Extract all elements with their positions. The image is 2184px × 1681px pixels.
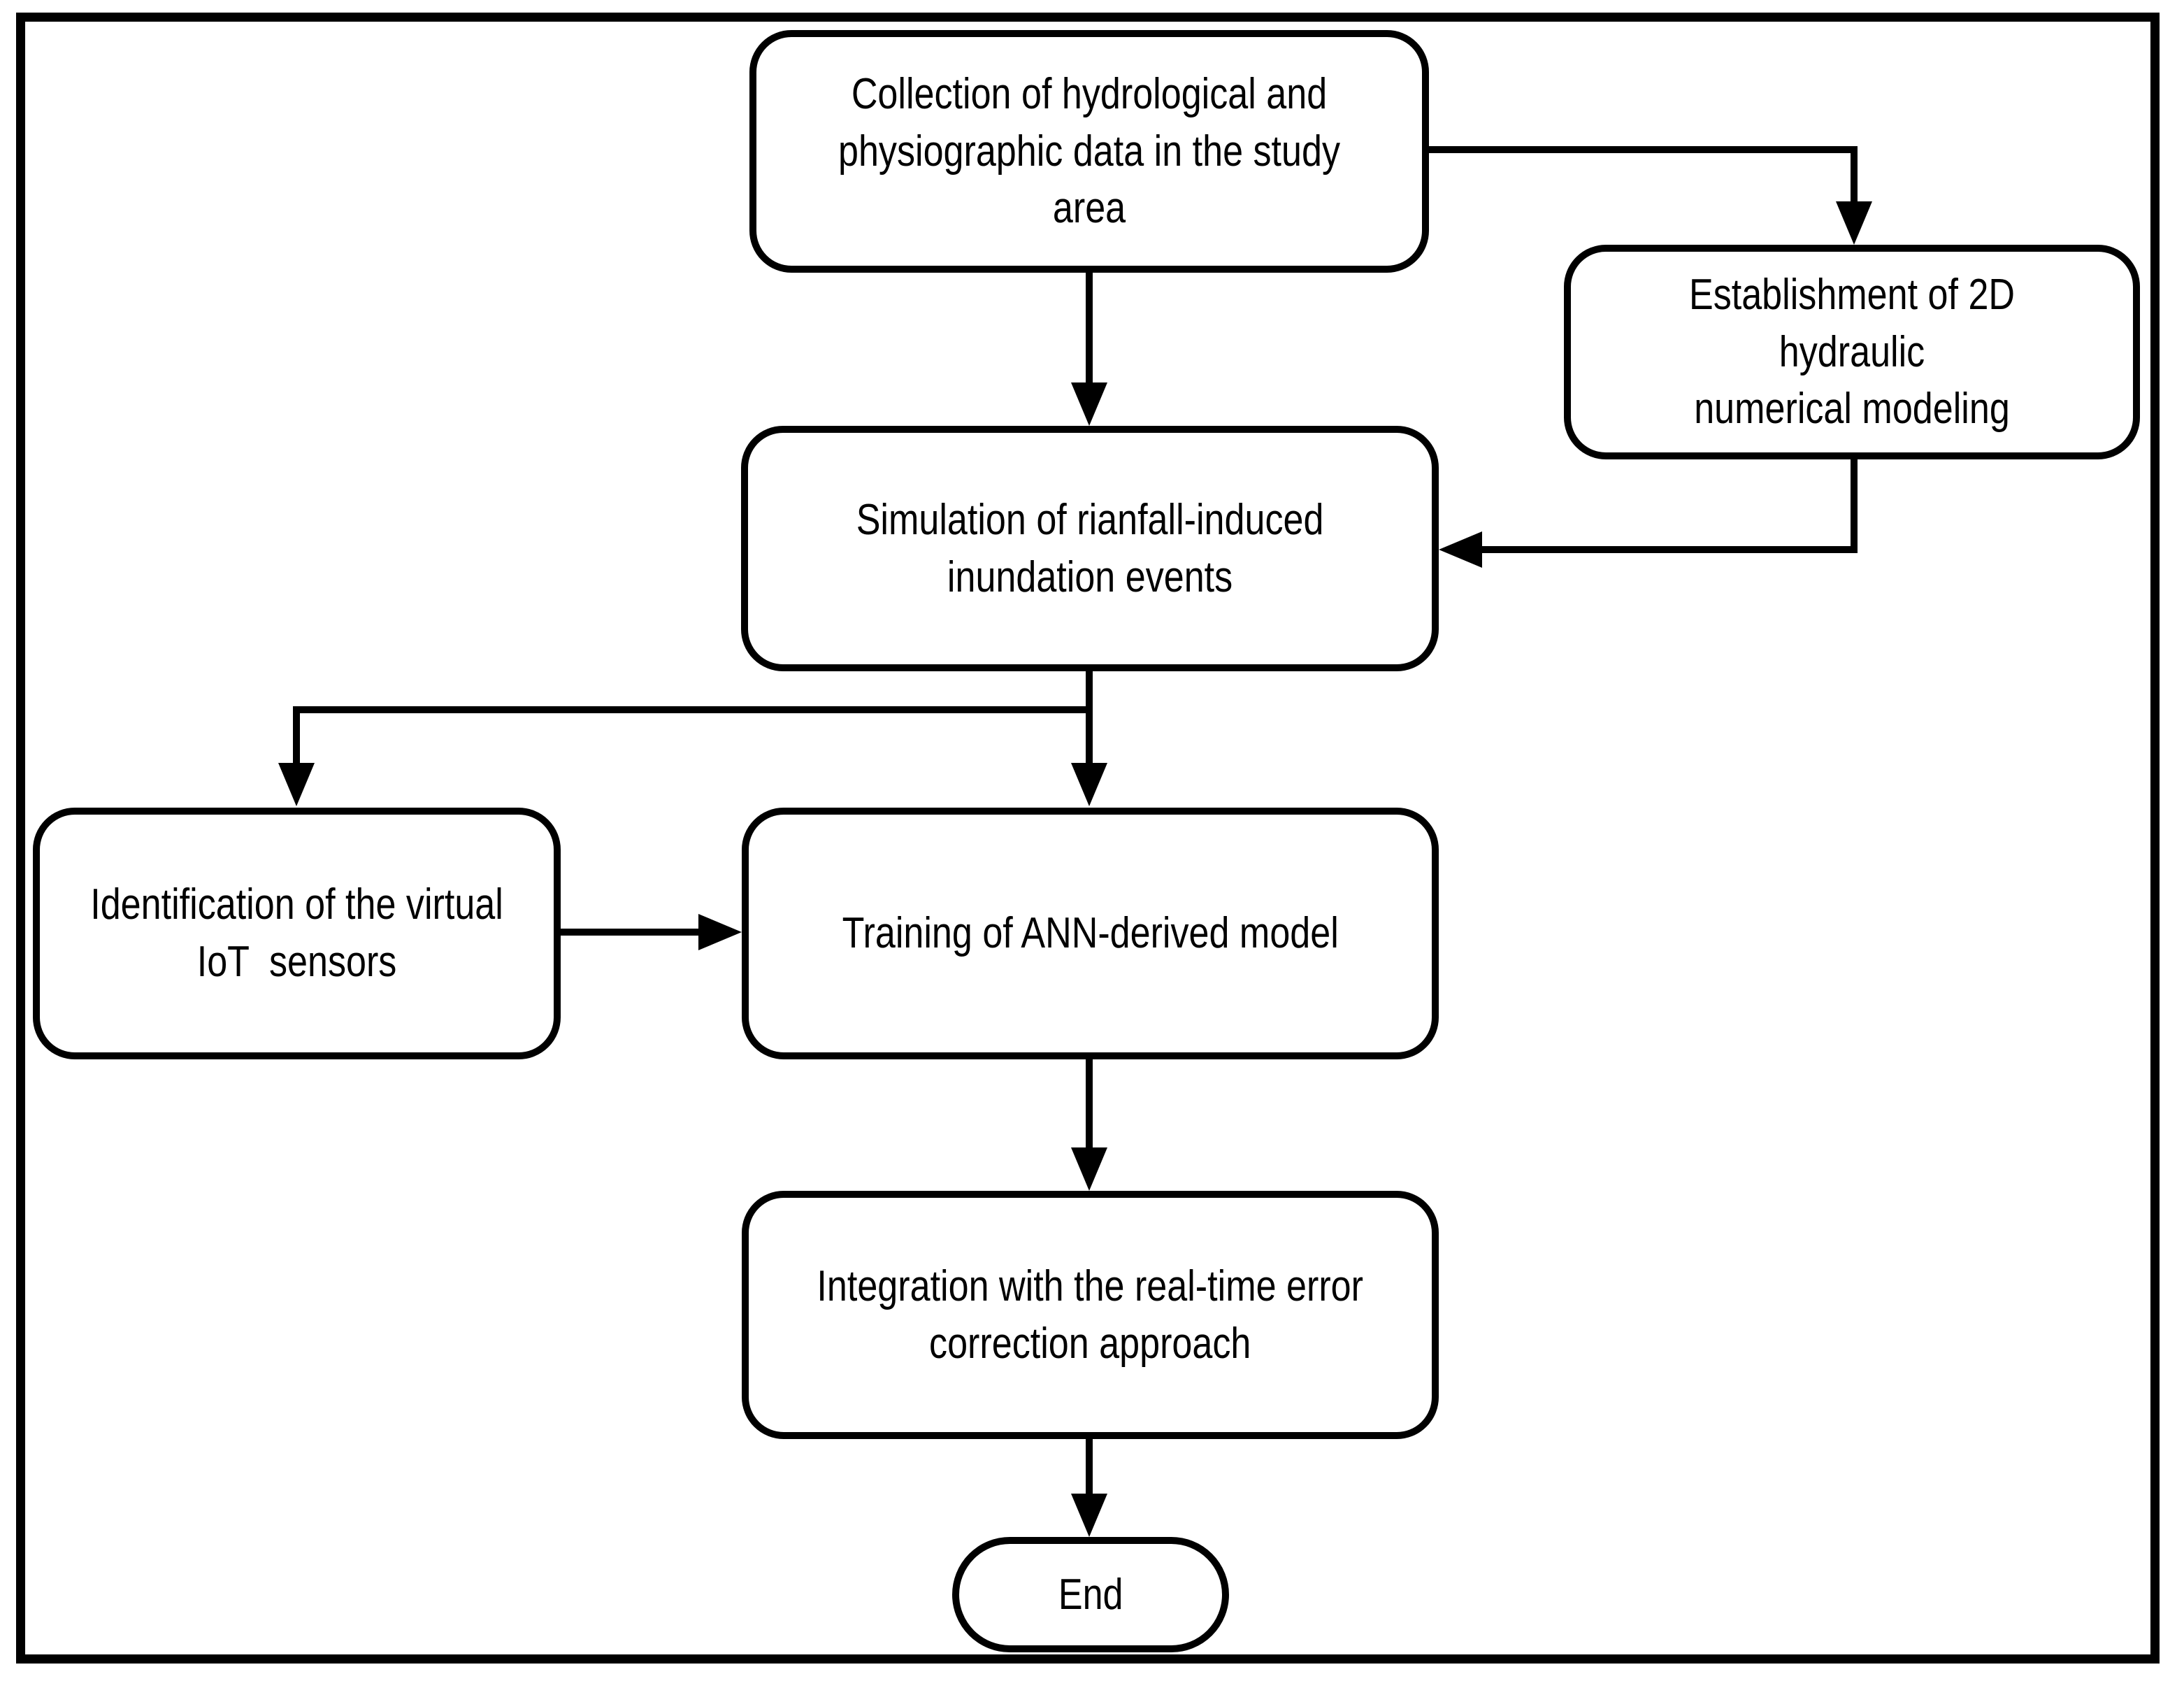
node-establishment: Establishment of 2D hydraulic numerical … <box>1564 245 2140 459</box>
node-simulation-label: Simulation of rianfall-induced inundatio… <box>856 495 1324 601</box>
arrow-identification-to-training <box>561 914 742 950</box>
node-collection-label: Collection of hydrological and physiogra… <box>838 69 1341 233</box>
node-identification: Identification of the virtual IoT sensor… <box>33 808 561 1059</box>
node-integration: Integration with the real-time error cor… <box>742 1191 1439 1439</box>
node-simulation: Simulation of rianfall-induced inundatio… <box>741 426 1439 671</box>
arrow-training-to-integration <box>1071 1059 1107 1191</box>
node-establishment-label: Establishment of 2D hydraulic numerical … <box>1688 270 2016 434</box>
node-integration-label: Integration with the real-time error cor… <box>817 1261 1364 1368</box>
node-collection: Collection of hydrological and physiogra… <box>749 30 1429 273</box>
arrow-collection-to-establishment <box>1429 146 1872 245</box>
node-training: Training of ANN-derived model <box>742 808 1439 1059</box>
arrow-simulation-branch <box>278 671 1107 806</box>
node-end: End <box>952 1537 1229 1652</box>
node-identification-label: Identification of the virtual IoT sensor… <box>90 880 503 986</box>
figure-border <box>16 13 2160 1664</box>
arrow-establishment-to-simulation <box>1439 459 1858 568</box>
arrow-collection-to-simulation <box>1071 273 1107 426</box>
node-end-label: End <box>1058 1570 1123 1619</box>
arrow-integration-to-end <box>1071 1439 1107 1537</box>
node-training-label: Training of ANN-derived model <box>842 909 1339 958</box>
